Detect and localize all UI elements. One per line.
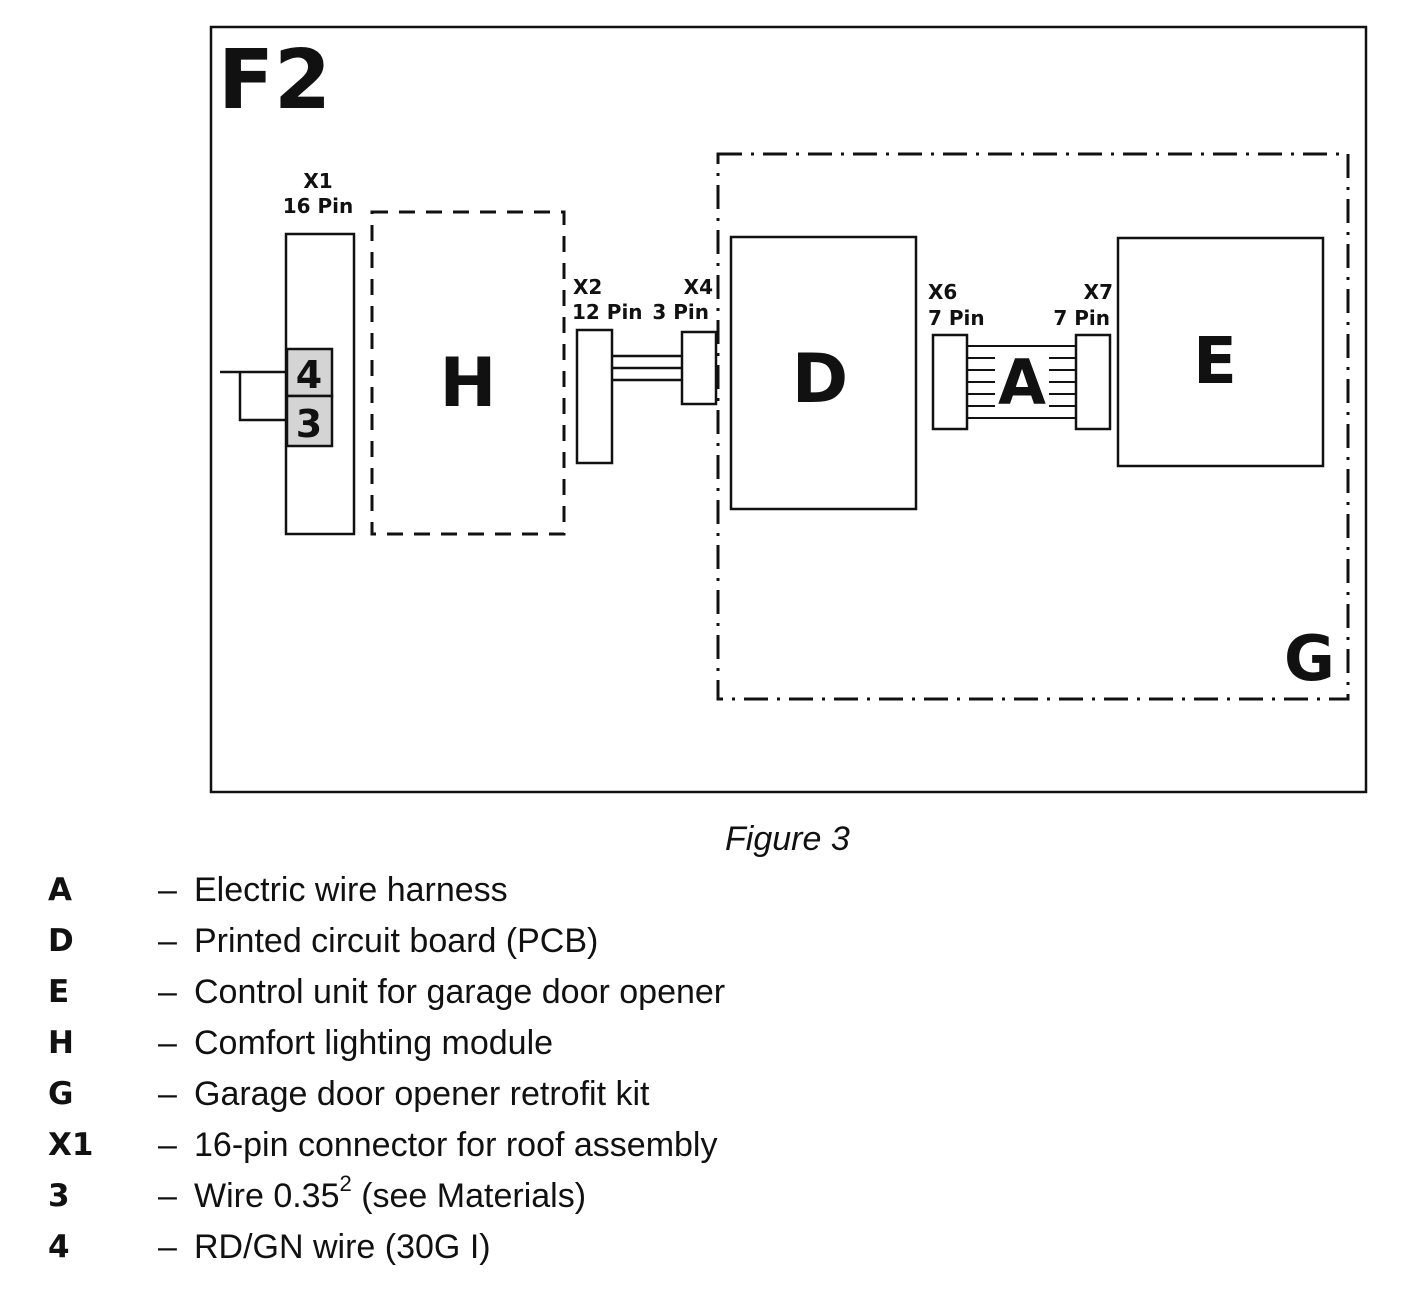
legend-key: D [48, 923, 74, 959]
x2-pins: 12 Pin [572, 300, 643, 324]
x4-name: X4 [684, 275, 713, 299]
legend-dash: – [158, 1024, 177, 1062]
harness-label: A [998, 346, 1046, 419]
legend-desc: Control unit for garage door opener [194, 973, 726, 1011]
harness-label-bg [995, 352, 1049, 408]
figure-caption: Figure 3 [725, 820, 850, 858]
legend-key: E [48, 974, 70, 1010]
x6-pins: 7 Pin [928, 306, 985, 330]
legend-dash: – [158, 1228, 177, 1266]
legend-dash: – [158, 973, 177, 1011]
x2-name: X2 [573, 275, 602, 299]
legend-key: A [48, 872, 72, 908]
legend-desc-main: Wire 0.35 [194, 1177, 340, 1215]
wiring-diagram: F2 G X1 16 Pin 4 3 H X2 12 Pin X4 3 Pin … [209, 25, 1368, 794]
legend-desc: Electric wire harness [194, 871, 508, 909]
legend-desc: Comfort lighting module [194, 1024, 554, 1062]
x7-pins: 7 Pin [1053, 306, 1110, 330]
control-unit-label: E [1193, 325, 1237, 399]
legend-desc: Garage door opener retrofit kit [194, 1075, 650, 1113]
legend-desc-sup: 2 [339, 1170, 352, 1196]
x2-x4-wires [612, 354, 682, 382]
module-h-label: H [440, 344, 497, 423]
pin-4-label: 4 [296, 353, 322, 397]
legend-key: G [48, 1076, 74, 1112]
legend-dash: – [158, 1177, 177, 1215]
x6-name: X6 [928, 280, 957, 304]
legend-desc-after: (see Materials) [351, 1177, 587, 1215]
x1-pins: 16 Pin [283, 194, 354, 218]
x6-connector [931, 333, 969, 431]
legend-dash: – [158, 1126, 177, 1164]
figure-id: F2 [218, 33, 331, 128]
pcb-board [729, 235, 918, 511]
legend-key: 3 [48, 1178, 70, 1214]
legend-dash: – [158, 922, 177, 960]
legend-desc: 16-pin connector for roof assembly [194, 1126, 718, 1164]
x1-name: X1 [303, 169, 332, 193]
legend-dash: – [158, 1075, 177, 1113]
legend-desc: Wire 0.352 (see Materials) [194, 1170, 587, 1218]
wire-bridge [220, 370, 287, 422]
x4-pins: 3 Pin [652, 300, 709, 324]
comfort-lighting-module [370, 210, 566, 536]
x7-connector [1074, 333, 1112, 431]
pin-3-label: 3 [296, 402, 322, 446]
legend-key: X1 [48, 1127, 94, 1163]
legend-desc: RD/GN wire (30G I) [194, 1228, 491, 1266]
retrofit-kit-boundary [716, 152, 1350, 701]
control-unit [1116, 236, 1325, 468]
legend-desc: Printed circuit board (PCB) [194, 922, 599, 960]
diagram-frame [209, 25, 1368, 794]
legend-key: H [48, 1025, 74, 1061]
retrofit-kit-label: G [1284, 622, 1335, 695]
x7-name: X7 [1084, 280, 1113, 304]
x2-connector [575, 328, 614, 465]
pcb-label: D [792, 340, 848, 419]
legend-dash: – [158, 871, 177, 909]
legend-key: 4 [48, 1229, 70, 1265]
x4-connector [680, 330, 718, 406]
pin-3-box [285, 394, 334, 448]
